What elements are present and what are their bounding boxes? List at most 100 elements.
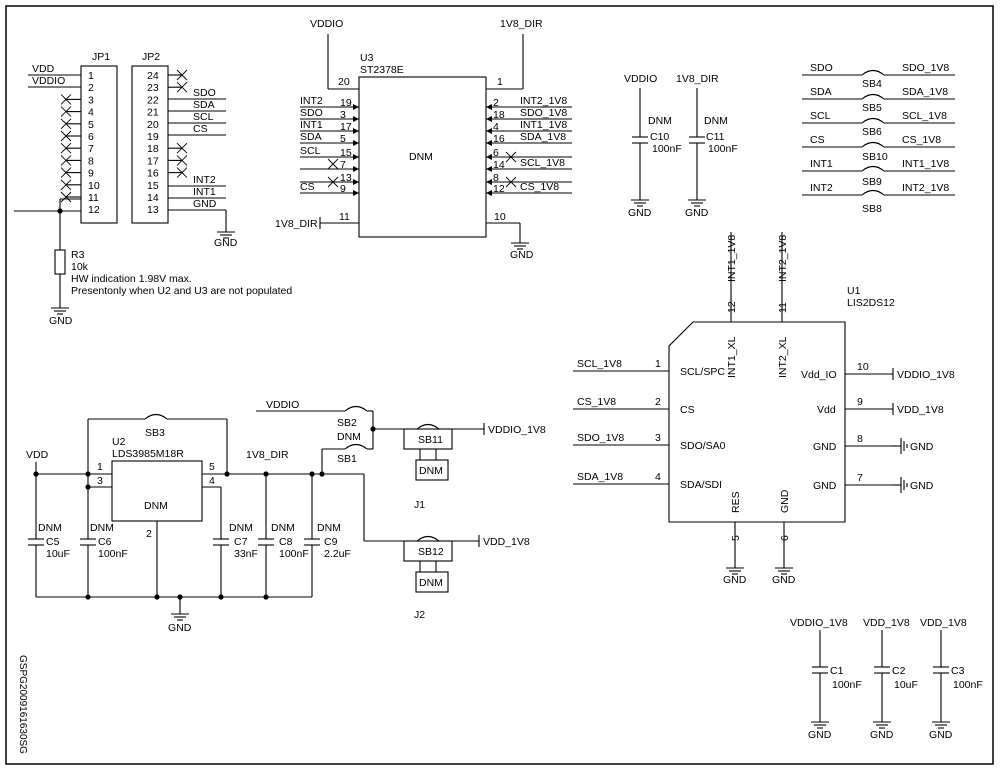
u3-left-pin-13: 13 [340,172,352,184]
jp2-pin-21: 21 [147,107,159,119]
u3-left-net-scl: SCL [300,145,321,157]
c10-dnm: DNM [648,115,672,127]
jp2-pin-20: 20 [147,119,159,131]
jp1-pin-5: 5 [88,119,94,131]
jumper-vddio-1v8: VDDIO_1V8 [488,424,546,436]
u1-top-net-1: INT2_1V8 [777,235,789,282]
u1-right-net-2: GND [910,441,934,453]
jp1-ref: JP1 [92,51,110,63]
r3-note-2: Presentonly when U2 and U3 are not popul… [71,285,292,297]
u2-cap-ref-c7: C7 [234,536,248,548]
u3-dir-net: 1V8_DIR [275,218,318,230]
jp2-ref: JP2 [142,51,160,63]
bridge-ref-sb9: SB9 [862,176,882,188]
u2-cap-value-c9: 2.2uF [324,548,351,560]
decoupling-ref-c2: C2 [892,665,906,677]
sb3-ref: SB3 [145,427,165,439]
resistor-r3: R3 10k HW indication 1.98V max. Presento… [49,211,292,327]
bridge-left-cs: CS [810,134,825,146]
bridge-left-int1: INT1 [810,158,833,170]
u1-right-label-0: Vdd_IO [801,369,837,381]
u1-left-net-1: CS_1V8 [577,396,616,408]
jp2-pin-14: 14 [147,192,159,204]
u1-left-net-0: SCL_1V8 [577,358,622,370]
jp2-net-sdo: SDO [193,87,216,99]
u1-right-pin-9: 9 [857,396,863,408]
bridge-left-int2: INT2 [810,182,833,194]
decoupling-capacitors: VDDIO_1V8C1100nFGNDVDD_1V8C210uFGNDVDD_1… [790,617,983,741]
bridge-ref-sb4: SB4 [862,78,882,90]
u1-left-net-2: SDO_1V8 [577,432,624,444]
u1-right-pin-7: 7 [857,472,863,484]
u2-gnd: GND [168,622,192,634]
jp2-net-int1: INT1 [193,186,216,198]
u1-left-pin-4: 4 [655,471,661,483]
jp1-pin-7: 7 [88,143,94,155]
bridge-ref-sb10: SB10 [862,151,888,163]
u3-right-net-int2_1v8: INT2_1V8 [520,95,567,107]
u1-right-label-1: Vdd [817,404,836,416]
u1-left-label-1: CS [680,404,695,416]
u2-cap-value-c5: 10uF [46,548,70,560]
jp2-pin-17: 17 [147,155,159,167]
u2-pin-3: 3 [97,475,103,487]
c11-ref: C11 [706,131,725,143]
jp2-pin-23: 23 [147,82,159,94]
decoupling-ref-c1: C1 [830,665,844,677]
u3-left-net-int2: INT2 [300,95,323,107]
jp1-net-vdd: VDD [32,63,55,75]
u3-right-net-sdo_1v8: SDO_1V8 [520,107,567,119]
r3-note-1: HW indication 1.98V max. [71,273,192,285]
drawing-code: GSPG2009161630SG [17,655,28,754]
bridge-right-int1_1v8: INT1_1V8 [902,158,949,170]
u3-left-pin-7: 7 [340,159,346,171]
u2-cap-dnm-3: DNM [271,522,295,534]
u1-ref: U1 [847,285,861,297]
c10-gnd: GND [628,207,652,219]
u1-left-label-3: SDA/SDI [680,479,722,491]
u2-out-net: 1V8_DIR [246,449,289,461]
u2-cap-ref-c6: C6 [98,536,112,548]
jp2-net-sda: SDA [193,99,215,111]
decoupling-gnd-0: GND [808,729,832,741]
u3-right-pin-4: 4 [493,121,499,133]
sb2-dnm: DNM [337,431,361,443]
u3-right-pin-18: 18 [493,109,505,121]
u1-bottom-net-0: GND [723,574,747,586]
u2-cap-value-c7: 33nF [234,548,258,560]
u3-left-pin-9: 9 [340,183,346,195]
jumper-section: VDDIO SB2 DNM SB1 SB11 DNM J1 VDDIO_1V8 … [256,399,546,621]
u3-1v8dir-label: 1V8_DIR [500,18,543,30]
u1-bottom-label-1: GND [779,489,791,513]
u3-left-pin-3: 3 [340,109,346,121]
u3-gnd-label: GND [510,249,534,261]
jp1-pin-2: 2 [88,82,94,94]
capacitor-c11: 1V8_DIR DNM C11 100nF GND [676,73,738,219]
jp2-pin-15: 15 [147,180,159,192]
j1-body: DNM [419,465,443,477]
bridge-ref-sb5: SB5 [862,102,882,114]
c10-net: VDDIO [624,73,657,85]
u3-pin-10: 10 [494,211,506,223]
bridge-left-sdo: SDO [810,62,833,74]
jp1-pin-1: 1 [88,70,94,82]
u3-right-pin-14: 14 [493,159,505,171]
u2-cap-dnm-0: DNM [38,522,62,534]
jumper-vddio: VDDIO [266,399,299,411]
u3-left-pin-5: 5 [340,133,346,145]
u2-cap-ref-c5: C5 [46,536,60,548]
jp1-pin-6: 6 [88,131,94,143]
decoupling-gnd-1: GND [870,729,894,741]
c11-gnd: GND [685,207,709,219]
jp2-net-gnd: GND [193,198,217,210]
bridge-right-sdo_1v8: SDO_1V8 [902,62,949,74]
u1-top-pin-12: 12 [726,301,738,313]
u1-right-net-1: VDD_1V8 [897,404,944,416]
u3-right-net-cs_1v8: CS_1V8 [520,181,559,193]
c10-value: 100nF [652,143,682,155]
jp1-pin-12: 12 [88,204,100,216]
